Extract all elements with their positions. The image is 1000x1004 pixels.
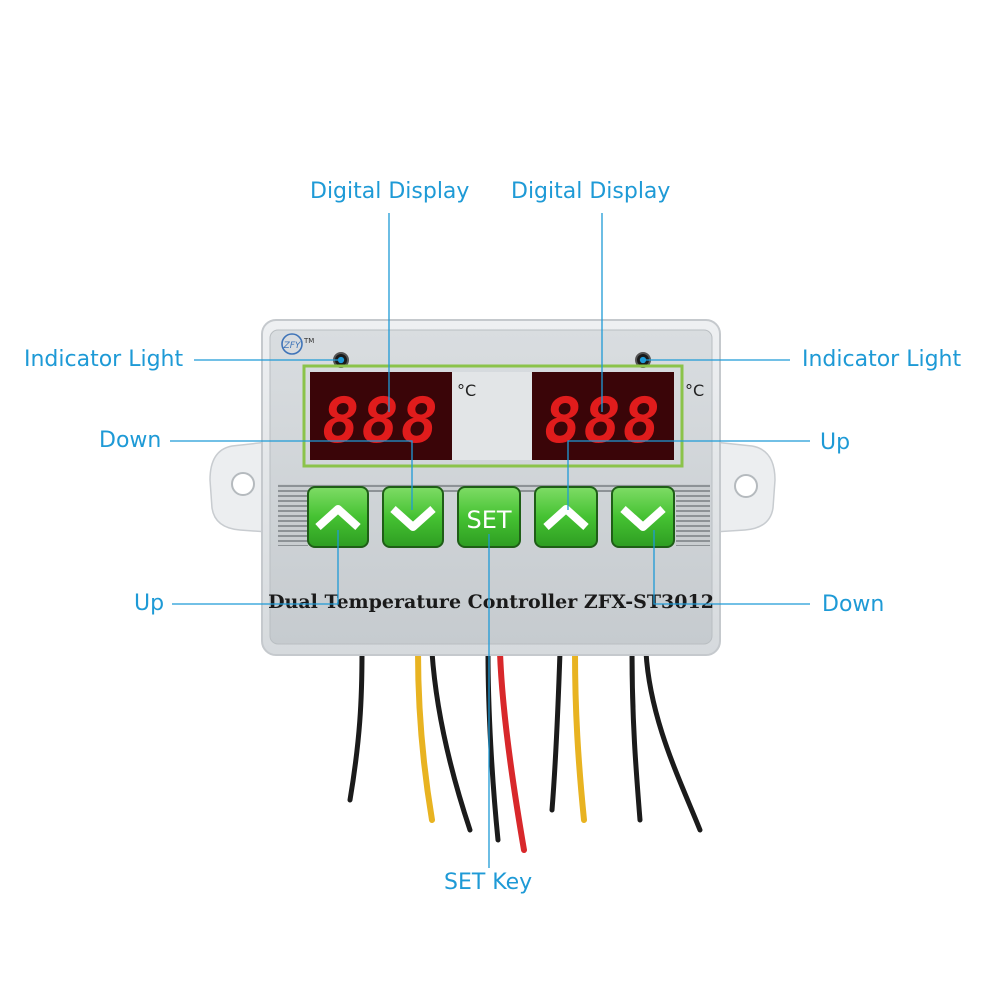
display-window-left: [310, 372, 452, 460]
callout-indicator-light-right: Indicator Light: [802, 347, 962, 372]
leader-up-left: [172, 530, 339, 605]
up-button-left[interactable]: [307, 486, 369, 548]
device-label: Dual Temperature Controller ZFX-ST3012: [268, 591, 714, 613]
chevron-down-icon: [390, 506, 436, 531]
up-button-right[interactable]: [534, 486, 598, 548]
digital-display-right: 888: [544, 384, 662, 457]
mounting-ear-right: [713, 441, 776, 533]
display-frame: [302, 364, 684, 468]
wire-black: [629, 649, 643, 823]
unit-label-left: °C: [457, 381, 476, 400]
trademark-mark: TM: [303, 337, 314, 345]
mounting-ear-left: [209, 441, 269, 533]
wire-yellow: [415, 649, 435, 823]
display-window-right: [532, 372, 674, 460]
chevron-up-icon: [543, 505, 589, 530]
chevron-up-icon: [315, 505, 361, 530]
ribbed-band-right: [676, 484, 710, 546]
wire-yellow: [572, 649, 587, 823]
callout-up-right: Up: [820, 430, 851, 455]
wire-black: [429, 649, 473, 833]
chevron-down-icon: [620, 506, 666, 531]
wire-black: [549, 649, 563, 813]
set-button[interactable]: SET: [457, 486, 521, 548]
leader-down-left: [170, 440, 413, 510]
brand-logo-icon: ZFY: [281, 333, 303, 355]
callout-digital-display-left: Digital Display: [310, 179, 470, 204]
callout-down-right: Down: [822, 592, 885, 617]
callout-digital-display-right: Digital Display: [511, 179, 671, 204]
down-button-left[interactable]: [382, 486, 444, 548]
leader-down-right: [653, 530, 810, 605]
wires: [347, 649, 703, 853]
digital-display-left: 888: [322, 384, 440, 457]
wire-black: [643, 649, 703, 833]
down-button-right[interactable]: [611, 486, 675, 548]
ribbed-band-left: [278, 484, 308, 546]
svg-text:ZFY: ZFY: [283, 341, 302, 351]
leader-lines: [170, 213, 810, 868]
callout-set-key: SET Key: [444, 870, 533, 895]
set-button-label: SET: [466, 506, 511, 534]
leader-up-right: [567, 440, 810, 510]
wire-black: [347, 649, 365, 803]
callout-down-left: Down: [99, 428, 162, 453]
wire-black: [485, 649, 501, 843]
display-center-panel: [452, 372, 532, 460]
callout-up-left: Up: [134, 591, 165, 616]
unit-label-right: °C: [685, 381, 704, 400]
callout-indicator-light-left: Indicator Light: [24, 347, 184, 372]
wire-red: [497, 649, 527, 853]
